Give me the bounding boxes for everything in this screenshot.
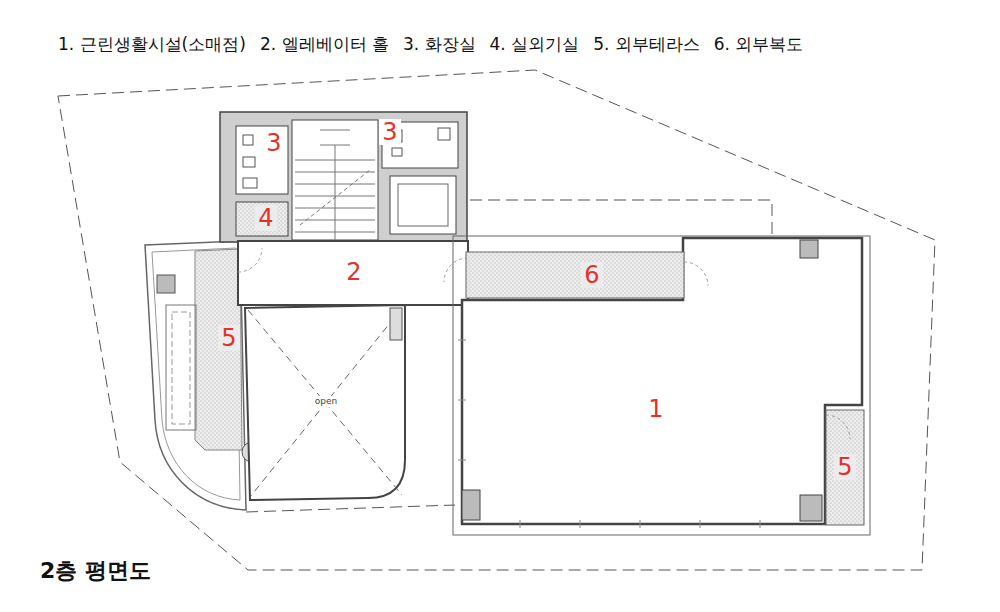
site-boundary — [58, 70, 935, 570]
fixture — [243, 128, 450, 188]
callout-number: 5 — [834, 454, 855, 480]
mullion — [458, 340, 760, 528]
terrace-floor — [195, 249, 242, 450]
hall-wall — [238, 241, 468, 305]
door-swing — [684, 262, 708, 286]
legend-row: 1. 근린생활시설(소매점) 2. 엘레베이터 홀 3. 화장실 4. 실외기실 5. … — [58, 33, 803, 56]
door-swing — [444, 258, 468, 282]
room-key: 4. 실외기실 — [490, 33, 580, 56]
planter — [172, 312, 190, 424]
room-key: 1. 근린생활시설(소매점) — [58, 33, 246, 56]
room-key: 6. 외부복도 — [714, 33, 804, 56]
callout-number: 4 — [255, 205, 276, 231]
elevator-car — [398, 184, 448, 226]
column — [390, 308, 402, 340]
outdoor-unit-room — [236, 202, 288, 236]
core-wall — [220, 112, 467, 242]
stair — [292, 120, 378, 240]
room-key: 3. 화장실 — [403, 33, 476, 56]
slab-edge — [453, 236, 870, 535]
callout-number: 5 — [218, 325, 239, 351]
elevator — [390, 176, 456, 234]
callout-number: 6 — [581, 262, 602, 288]
stair-treads — [295, 130, 375, 240]
callout-number: 1 — [645, 396, 666, 422]
room-key: 5. 외부테라스 — [593, 33, 700, 56]
retail-wall — [462, 238, 862, 524]
planter — [166, 305, 196, 430]
roof-line — [246, 505, 455, 512]
column — [462, 240, 822, 521]
door-swing — [826, 415, 850, 439]
corridor-floor — [466, 252, 684, 298]
callout-number: 2 — [343, 259, 364, 285]
terrace-outline — [145, 241, 246, 510]
column — [157, 275, 175, 293]
toilet-room — [236, 126, 288, 194]
callout-number: 3 — [379, 119, 400, 145]
drawing-title: 2층 평면도 — [40, 556, 151, 586]
roof-line — [470, 200, 772, 238]
void-cross — [248, 310, 402, 495]
void-cross — [250, 308, 402, 497]
callout-number: 3 — [263, 130, 284, 156]
void-note: open — [312, 396, 340, 407]
terrace-floor — [826, 410, 864, 525]
room-key: 2. 엘레베이터 홀 — [260, 33, 389, 56]
door-swing — [238, 248, 262, 272]
void-outline — [245, 305, 405, 500]
